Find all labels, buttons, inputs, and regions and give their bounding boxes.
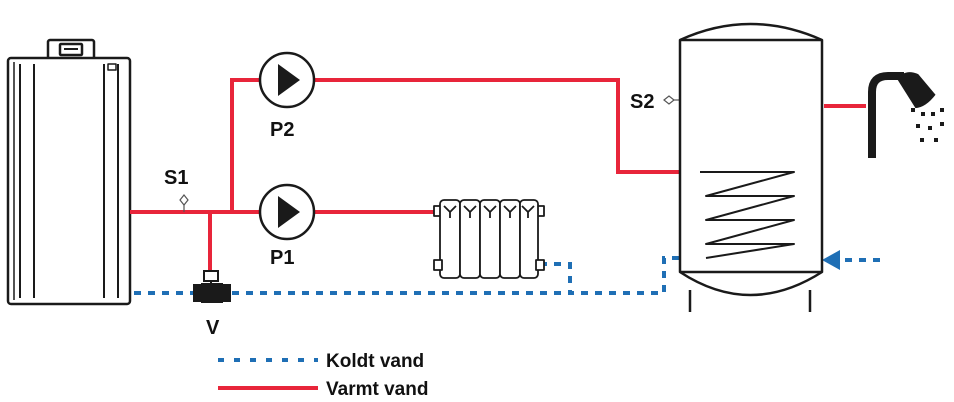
hot-water-tank-icon	[678, 22, 824, 312]
label-p1: P1	[270, 247, 294, 269]
sensor-s1-icon	[179, 194, 189, 212]
label-s1: S1	[164, 167, 188, 189]
label-s2: S2	[630, 91, 654, 113]
cold-water-pipes	[134, 256, 880, 295]
valve-icon	[193, 270, 231, 303]
legend: Koldt vand Varmt vand	[218, 351, 428, 400]
boiler-icon	[6, 38, 132, 306]
radiator-icon	[433, 199, 545, 279]
cold-inlet-arrow-icon	[822, 250, 840, 270]
pump-p2-icon	[258, 51, 316, 109]
label-v: V	[206, 317, 220, 339]
legend-hot-label: Varmt vand	[326, 379, 428, 400]
shower-icon	[868, 72, 944, 158]
pump-p1-icon	[258, 183, 316, 241]
legend-cold-label: Koldt vand	[326, 351, 424, 372]
label-p2: P2	[270, 119, 294, 141]
hot-water-pipes	[130, 78, 866, 274]
